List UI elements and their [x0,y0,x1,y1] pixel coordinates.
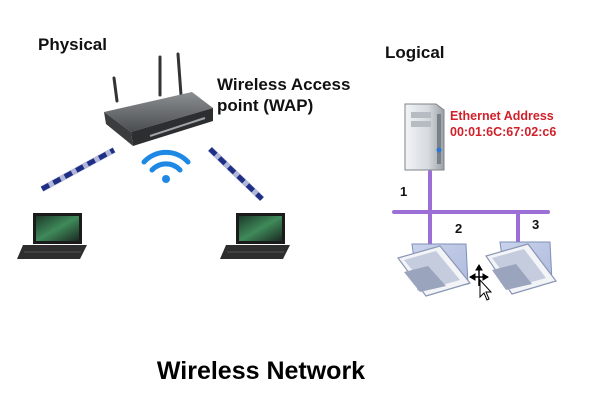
wap-label: Wireless Access point (WAP) [217,74,350,116]
wap-label-line1: Wireless Access [217,75,351,94]
server-tower-icon [404,103,445,171]
router-icon [104,52,213,146]
logical-label: Logical [385,43,445,62]
segment-number-1: 1 [400,184,408,199]
wifi-icon [141,149,191,183]
physical-label: Physical [38,35,107,54]
ethernet-address-label: Ethernet Address 00:01:6C:67:02:c6 [450,108,556,140]
move-cursor-icon [469,264,493,301]
segment-number-2: 2 [455,221,463,236]
wap-label-line2: point (WAP) [217,96,314,115]
diagram-title: Wireless Network [156,357,366,385]
radio-link-left [40,147,116,192]
laptop-icon [17,213,87,259]
radio-link-right [207,146,265,202]
laptop-icon [220,213,290,259]
laptop-icon [485,241,558,295]
segment-number-3: 3 [532,217,540,232]
laptop-icon [397,243,472,297]
ethernet-address-value: 00:01:6C:67:02:c6 [450,125,557,139]
ethernet-address-title: Ethernet Address [450,109,554,123]
